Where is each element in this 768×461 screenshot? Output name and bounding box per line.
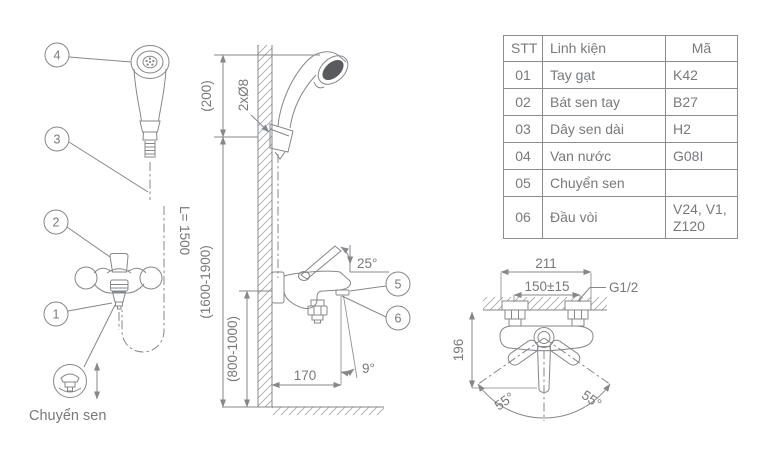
dim-spout-reach-label: 170 [294, 368, 317, 383]
dim-top-offset-label: (200) [199, 80, 214, 112]
callout-1: 1 [53, 308, 60, 322]
spray-nozzle-dots [145, 57, 155, 66]
cell-part: Tay gạt [542, 61, 666, 89]
wall-holder-bracket [269, 123, 294, 160]
cell-code: K42 [665, 61, 738, 89]
mixer-front-view: 55° 55° 211 150±15 G1/2 196 [451, 256, 638, 421]
lever-handle-side [300, 245, 342, 280]
table-row: 06 Đầu vòi V24, V1, Z120 [503, 196, 738, 239]
diverter-assembly [110, 279, 129, 310]
cell-code: G08I [665, 142, 738, 170]
cell-part: Đầu vòi [542, 196, 666, 239]
table-row: 04 Van nước G08I [503, 142, 738, 170]
cell-part: Chuyển sen [542, 169, 666, 197]
cell-code [665, 169, 738, 197]
dim-body-height-label: 196 [451, 339, 466, 362]
thread-leader-line [577, 287, 606, 302]
callout-circles [43, 42, 70, 327]
parts-list-table: STT Linh kiện Mã 01 Tay gạt K42 02 Bát s… [503, 35, 738, 239]
mixer-side-profile [271, 245, 351, 324]
cell-part: Van nước [542, 142, 666, 170]
cell-code: B27 [665, 88, 738, 116]
spout-angle-annotation [340, 295, 358, 385]
header-stt: STT [503, 35, 543, 62]
table-row: 05 Chuyển sen [503, 169, 738, 197]
cell-stt: 01 [503, 61, 543, 89]
callout-3: 3 [54, 133, 61, 147]
cell-part: Dây sen dài [542, 115, 666, 143]
anchor-holes-label: 2xØ8 [236, 79, 251, 111]
installation-side-view: (200) 2xØ8 (1600-1900) (800-1000) [198, 45, 411, 415]
handle-swing-annotation [477, 337, 611, 421]
hose-length-label: L= 1500 [177, 206, 192, 255]
handle-angle-annotation [340, 245, 389, 273]
dim-hole-centers-label: 150±15 [525, 279, 570, 294]
spout-aerator [335, 289, 350, 296]
cell-stt: 05 [503, 169, 543, 197]
swing-angle-left-label: 55° [492, 389, 517, 413]
exploded-view-diagram: 4 3 2 1 L= 1500 Chuyển sen [29, 42, 192, 424]
callout-5: 5 [395, 278, 402, 292]
body-height-dimension [469, 311, 537, 389]
table-row: 02 Bát sen tay B27 [503, 88, 738, 116]
floor-section [222, 406, 384, 415]
callout-leader-lines [66, 56, 149, 368]
wall-section [257, 45, 273, 407]
cell-code: H2 [665, 115, 738, 143]
header-code: Mã [665, 35, 738, 62]
inlet-connections [501, 300, 592, 327]
dim-overall-width-label: 211 [535, 256, 557, 271]
handle-angle-label: 25° [357, 256, 377, 271]
table-header-row: STT Linh kiện Mã [503, 35, 738, 62]
shower-hose-outline [121, 206, 165, 353]
callout-4: 4 [54, 49, 61, 63]
thread-size-label: G1/2 [609, 280, 638, 295]
cell-stt: 02 [503, 88, 543, 116]
height-dimensions [214, 54, 320, 408]
cell-code: V24, V1, Z120 [665, 196, 738, 239]
mixer-handle [109, 253, 129, 273]
table-row: 03 Dây sen dài H2 [503, 115, 738, 143]
cell-stt: 06 [503, 196, 543, 239]
shower-outlet-connector [307, 299, 328, 324]
callout-6: 6 [395, 312, 402, 326]
spout-angle-label: 9° [362, 361, 375, 376]
table-row: 01 Tay gạt K42 [503, 61, 738, 89]
handshower-head [130, 45, 170, 158]
handshower-on-holder [269, 51, 349, 160]
dim-shower-height-label: (1600-1900) [198, 245, 213, 319]
dim-mixer-height-label: (800-1000) [225, 316, 240, 382]
header-part: Linh kiện [542, 35, 666, 62]
diverter-function-label: Chuyển sen [29, 408, 106, 424]
cell-part: Bát sen tay [542, 88, 666, 116]
cell-stt: 04 [503, 142, 543, 170]
mixer-body-front [74, 253, 163, 330]
callout-2: 2 [53, 216, 60, 230]
cell-stt: 03 [503, 115, 543, 143]
diverter-detail-circle [53, 364, 87, 398]
width-dimensions [500, 269, 592, 302]
hose-thread [144, 141, 156, 158]
